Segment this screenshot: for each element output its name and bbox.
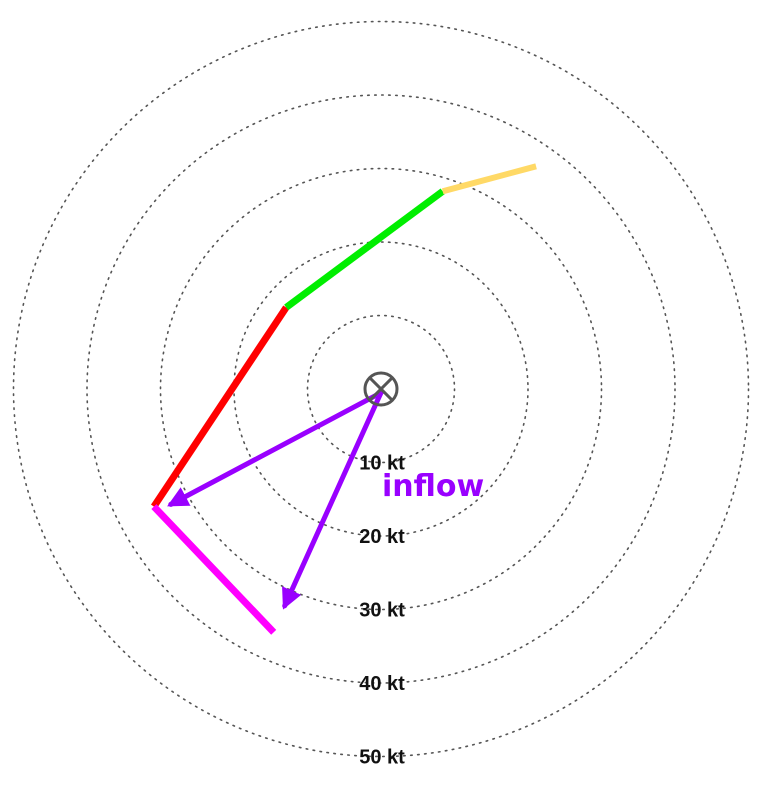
ring-label-20: 20 kt bbox=[359, 526, 405, 548]
hodograph-segment-3 bbox=[441, 163, 537, 195]
ring-label-40: 40 kt bbox=[359, 673, 405, 695]
range-ring-50 bbox=[12, 20, 750, 758]
inflow-label: inflow bbox=[382, 469, 484, 504]
inflow-vector-2 bbox=[282, 390, 384, 610]
circle-x-icon bbox=[363, 371, 399, 407]
ring-label-30: 30 kt bbox=[359, 600, 405, 622]
hodograph-segment-1 bbox=[150, 305, 290, 509]
hodograph-segment-2 bbox=[284, 188, 445, 311]
range-ring-30 bbox=[159, 167, 603, 611]
hodograph-segment-4 bbox=[151, 504, 277, 635]
range-ring-40 bbox=[86, 94, 676, 684]
ring-label-50: 50 kt bbox=[359, 747, 405, 769]
range-ring-10 bbox=[306, 314, 456, 464]
ring-label-10: 10 kt bbox=[359, 453, 405, 475]
inflow-vector-1 bbox=[167, 390, 384, 507]
